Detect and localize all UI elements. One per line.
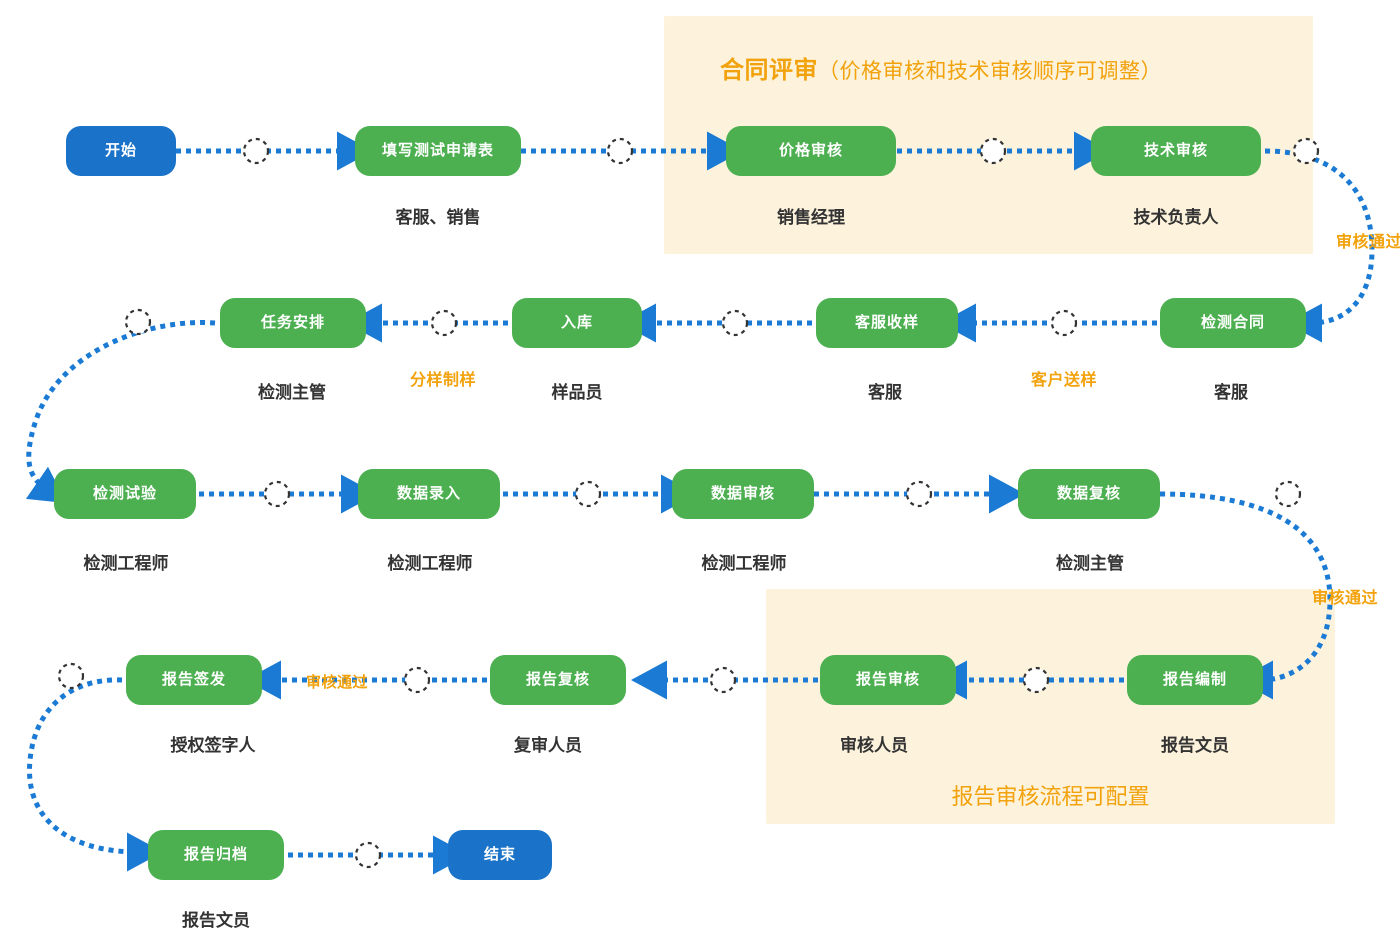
- edge-label-pass-2: 审核通过: [1311, 590, 1379, 607]
- node-start[interactable]: 开始: [66, 126, 176, 176]
- role-report-issue: 授权签字人: [170, 736, 256, 755]
- role-report-file: 报告文员: [182, 911, 250, 930]
- node-report-issue[interactable]: 报告签发: [126, 655, 262, 705]
- edge-label-pass-3: 审核通过: [305, 674, 369, 691]
- node-data-recheck[interactable]: 数据复核: [1018, 469, 1160, 519]
- edge-label-pass-1: 审核通过: [1335, 234, 1400, 251]
- node-report-audit[interactable]: 报告审核: [820, 655, 956, 705]
- role-storage: 样品员: [551, 383, 603, 402]
- role-task-assign: 检测主管: [258, 383, 326, 402]
- node-report-file[interactable]: 报告归档: [148, 830, 284, 880]
- role-data-recheck: 检测主管: [1056, 554, 1124, 573]
- edge-label-customer-send: 客户送样: [1030, 372, 1098, 389]
- panel-title-sub: （价格审核和技术审核顺序可调整）: [818, 60, 1162, 83]
- node-contract[interactable]: 检测合同: [1160, 298, 1306, 348]
- contract-review-panel-title: 合同评审（价格审核和技术审核顺序可调整）: [720, 50, 1162, 85]
- node-sample-receive[interactable]: 客服收样: [816, 298, 958, 348]
- panel-title-main: 合同评审: [720, 57, 818, 84]
- node-task-assign[interactable]: 任务安排: [220, 298, 366, 348]
- edge-task-to-test: [25, 319, 216, 504]
- node-storage[interactable]: 入库: [512, 298, 642, 348]
- role-data-review: 检测工程师: [701, 554, 787, 573]
- role-contract: 客服: [1214, 383, 1248, 402]
- node-data-entry[interactable]: 数据录入: [358, 469, 500, 519]
- node-tech-review[interactable]: 技术审核: [1091, 126, 1261, 176]
- role-report-audit: 审核人员: [840, 736, 908, 755]
- role-sample-receive: 客服: [868, 383, 902, 402]
- node-apply-form[interactable]: 填写测试申请表: [355, 126, 521, 176]
- role-data-entry: 检测工程师: [387, 554, 473, 573]
- role-tech-review: 技术负责人: [1133, 208, 1219, 227]
- role-report-make: 报告文员: [1161, 736, 1229, 755]
- node-end[interactable]: 结束: [448, 830, 552, 880]
- role-price-review: 销售经理: [777, 208, 845, 227]
- node-test-exec[interactable]: 检测试验: [54, 469, 196, 519]
- role-apply-form: 客服、销售: [395, 208, 481, 227]
- node-report-make[interactable]: 报告编制: [1127, 655, 1263, 705]
- node-price-review[interactable]: 价格审核: [726, 126, 896, 176]
- role-report-recheck: 复审人员: [514, 736, 582, 755]
- node-data-review[interactable]: 数据审核: [672, 469, 814, 519]
- edge-label-split-sample: 分样制样: [409, 372, 477, 389]
- role-test-exec: 检测工程师: [83, 554, 169, 573]
- report-review-panel-caption: 报告审核流程可配置: [951, 784, 1150, 809]
- edge-issue-to-file: [27, 677, 163, 872]
- node-report-recheck[interactable]: 报告复核: [490, 655, 626, 705]
